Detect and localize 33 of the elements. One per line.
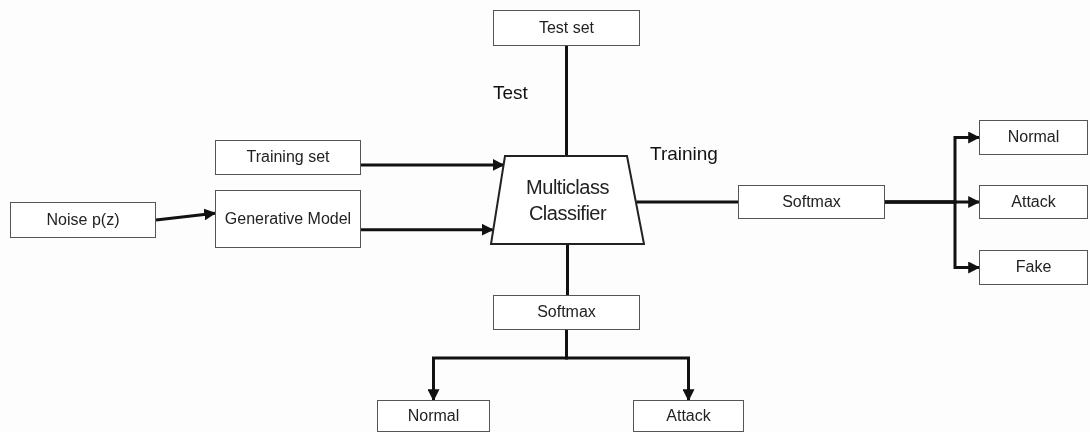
process-box — [377, 400, 490, 432]
process-box — [493, 295, 640, 330]
process-box — [215, 190, 361, 248]
arrow — [885, 200, 981, 274]
node-label: Training set — [246, 148, 330, 167]
node-label: Attack — [1011, 192, 1056, 212]
node-label: Generative Model — [224, 209, 352, 229]
process-box — [979, 185, 1088, 219]
process-box — [215, 140, 361, 175]
process-box — [979, 120, 1088, 155]
arrow — [361, 223, 494, 236]
process-box — [979, 250, 1088, 285]
node-label: Multiclass Classifier — [525, 175, 610, 226]
process-box — [10, 202, 156, 238]
connector-line — [565, 46, 568, 155]
flow-label: Training — [650, 143, 718, 165]
process-box — [633, 400, 744, 432]
node-label: Test set — [538, 18, 595, 38]
arrow — [155, 208, 217, 222]
node-label: Softmax — [537, 303, 596, 322]
flow-label: Test — [493, 82, 528, 104]
node-label: Attack — [666, 406, 711, 426]
node-label: Normal — [1007, 128, 1060, 147]
node-label: Fake — [1015, 258, 1052, 277]
node-label: Normal — [407, 406, 460, 426]
process-box — [738, 185, 885, 219]
connector-line — [636, 200, 738, 204]
node-label: Noise p(z) — [46, 210, 120, 230]
node-label: Softmax — [782, 192, 841, 212]
process-box — [493, 10, 640, 46]
classifier-trapezoid — [490, 155, 645, 245]
arrow — [565, 330, 695, 402]
connector-line — [566, 245, 569, 295]
